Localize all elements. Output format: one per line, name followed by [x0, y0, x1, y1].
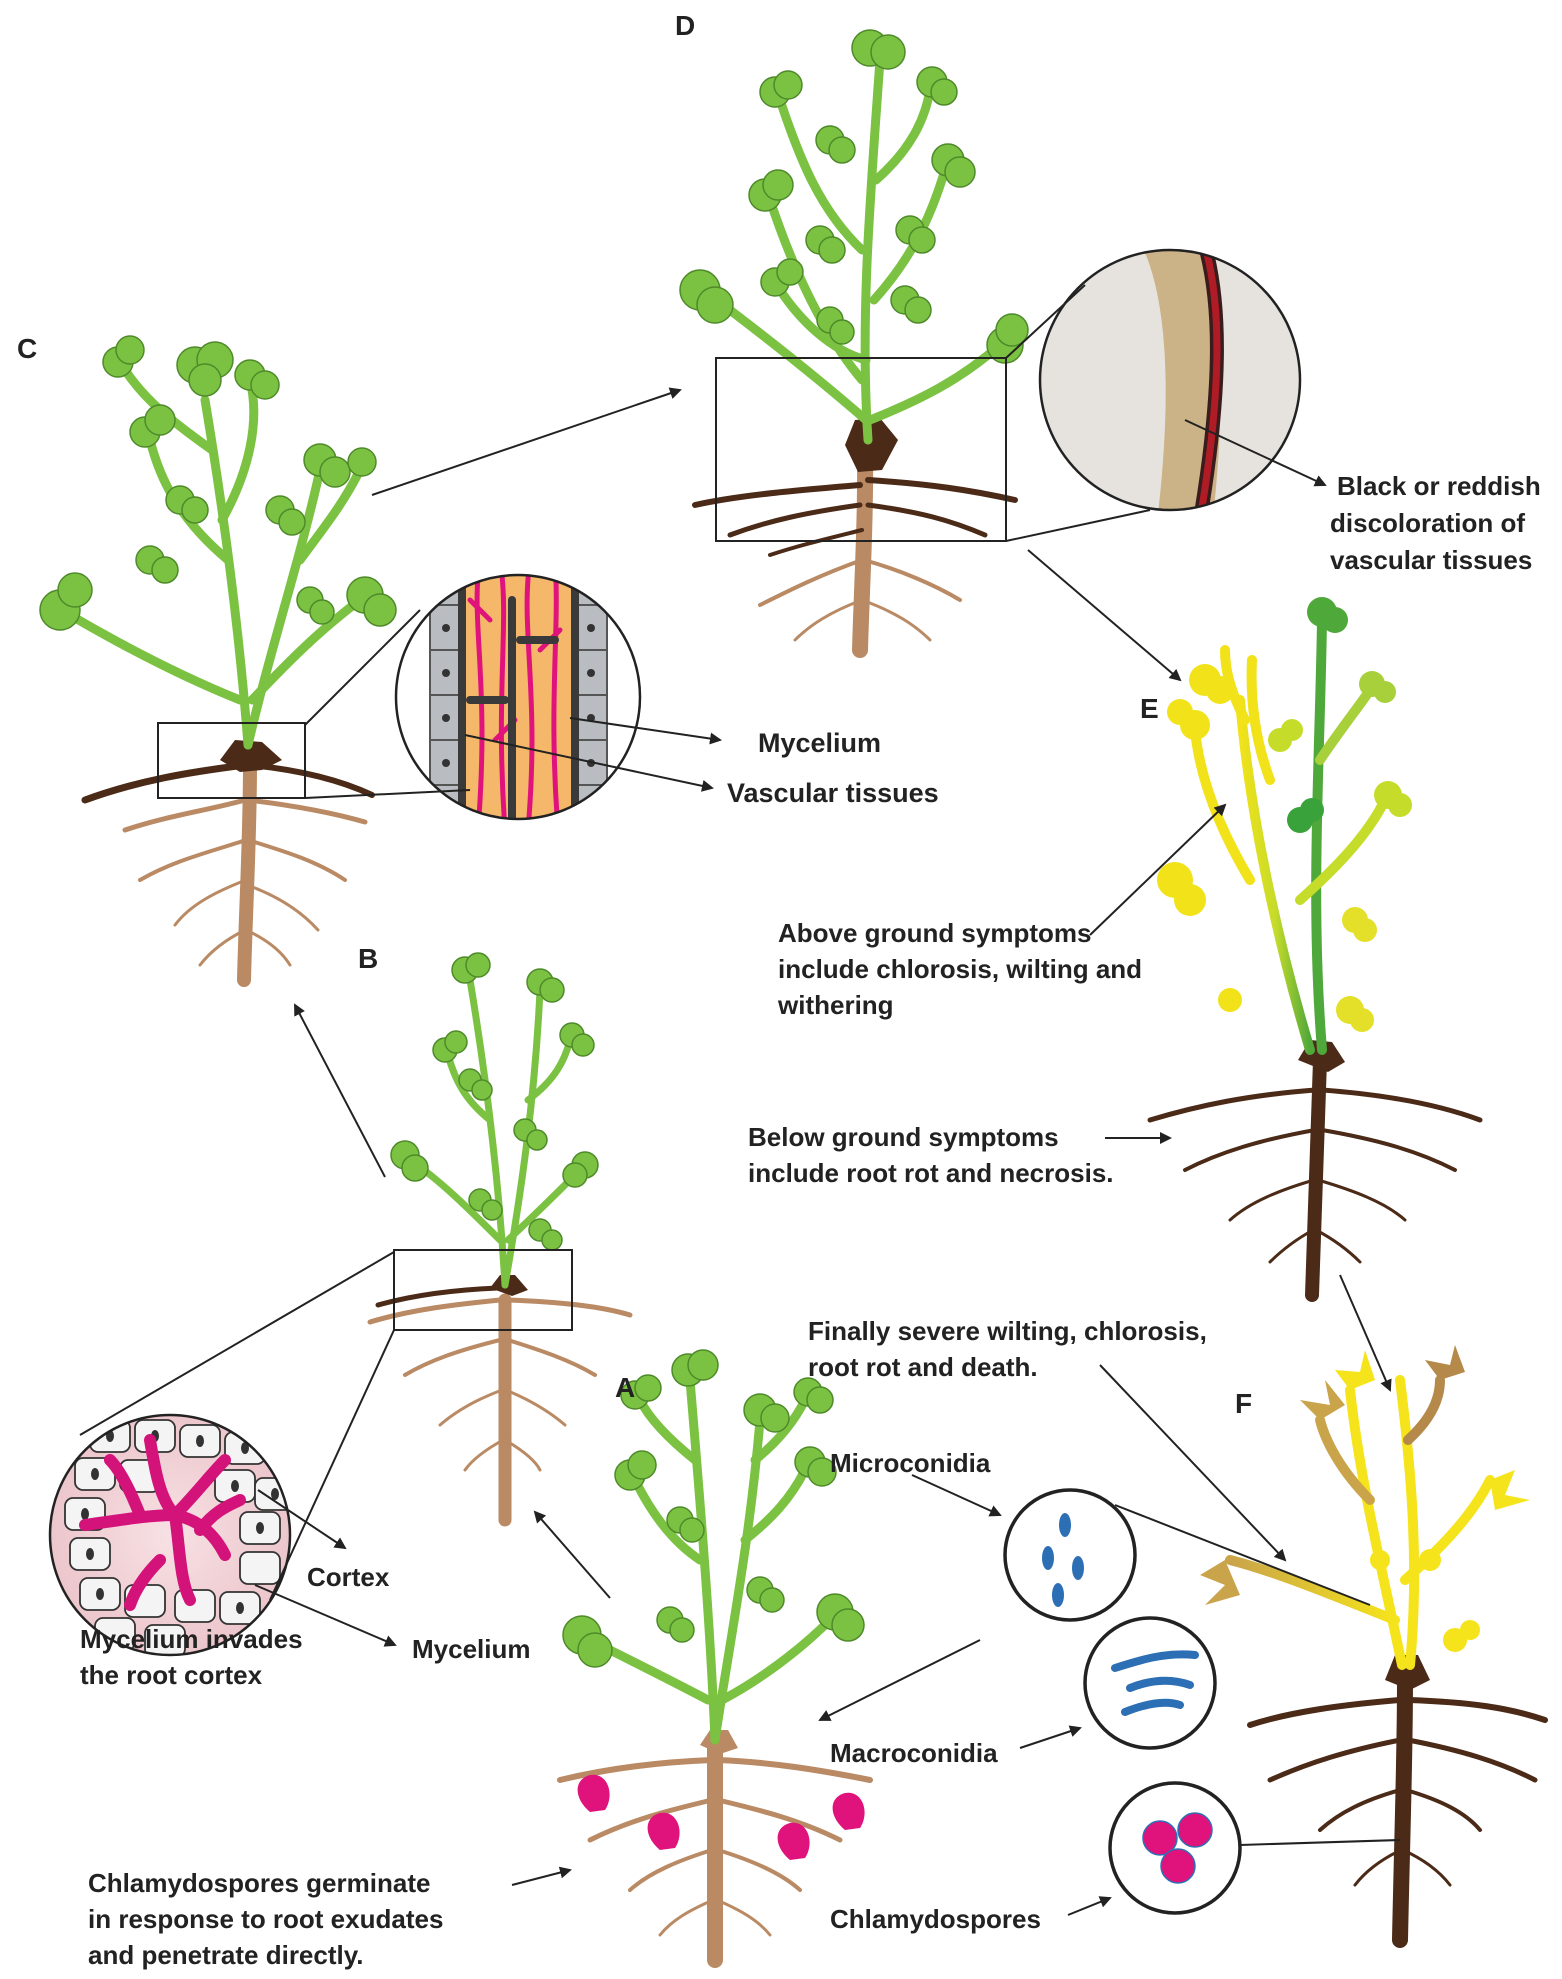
- chlamydospore-cluster: [577, 1774, 865, 1860]
- label-mycelium-invades: Mycelium invades the root cortex: [80, 1624, 310, 1690]
- microconidia-circle: [1003, 1488, 1137, 1622]
- plant-stage-d: [679, 29, 1029, 658]
- macroconidia-circle: [1083, 1616, 1217, 1750]
- chlamydospores-circle: [1108, 1781, 1242, 1915]
- inset-discolored-vessel: [1038, 248, 1302, 512]
- plant-stage-a: [557, 1349, 873, 1968]
- inset-root-cortex: [48, 1413, 292, 1657]
- plant-stage-b: [367, 952, 633, 1527]
- label-finally: Finally severe wilting, chlorosis, root …: [808, 1316, 1214, 1382]
- label-cortex: Cortex: [307, 1562, 390, 1592]
- label-mycelium-root: Mycelium: [412, 1634, 531, 1664]
- plant-stage-e: [1147, 597, 1483, 1302]
- stage-letter-a: A: [615, 1372, 635, 1403]
- label-below-ground: Below ground symptoms include root rot a…: [748, 1122, 1114, 1188]
- cycle-arrows: [254, 387, 1392, 1916]
- plant-stage-c: [39, 335, 397, 987]
- label-macroconidia: Macroconidia: [830, 1738, 998, 1768]
- label-microconidia: Microconidia: [830, 1448, 991, 1478]
- label-discoloration: Black or reddish discoloration of vascul…: [1330, 471, 1548, 575]
- inset-connectors: [79, 284, 1401, 1846]
- label-above-ground: Above ground symptoms include chlorosis,…: [777, 918, 1149, 1020]
- label-chlamydospores-germinate: Chlamydospores germinate in response to …: [88, 1868, 451, 1970]
- stage-letter-c: C: [17, 333, 37, 364]
- plant-stage-f: [1200, 1345, 1548, 1948]
- stage-letters: A B C D E F: [17, 10, 1252, 1419]
- inset-vascular-tissue: [394, 573, 642, 821]
- label-chlamydospores: Chlamydospores: [830, 1904, 1041, 1934]
- stage-letter-f: F: [1235, 1388, 1252, 1419]
- stage-letter-e: E: [1140, 693, 1159, 724]
- label-mycelium-vascular: Mycelium: [758, 728, 881, 758]
- stage-letter-b: B: [358, 943, 378, 974]
- stage-letter-d: D: [675, 10, 695, 41]
- label-vascular-tissues: Vascular tissues: [727, 778, 939, 808]
